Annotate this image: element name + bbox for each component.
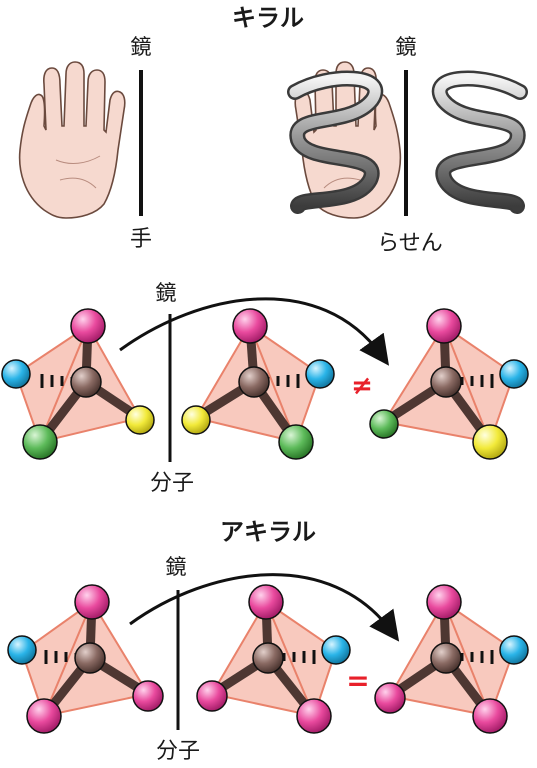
atom-green	[369, 409, 399, 439]
atom-center	[74, 642, 106, 674]
chiral-molecule-rotated	[369, 308, 529, 460]
atom-cyan	[1, 359, 31, 389]
atom-pink	[426, 584, 462, 620]
hand-left-icon	[18, 61, 126, 219]
spring-left-icon	[287, 70, 383, 214]
atom-pink	[296, 698, 332, 734]
atom-pink	[232, 308, 268, 344]
atom-cyan	[499, 359, 529, 389]
atom-pink	[248, 584, 284, 620]
not-equal-sign: ≠	[351, 371, 373, 401]
mirror-label-hands: 鏡	[131, 35, 152, 59]
atom-pink	[426, 308, 462, 344]
atom-pink	[374, 682, 406, 714]
atom-cyan	[305, 359, 335, 389]
atom-pink	[196, 680, 228, 712]
atom-green	[278, 424, 314, 460]
atom-cyan	[7, 635, 37, 665]
mirror-label-achiral-molecule: 鏡	[166, 555, 187, 579]
mirror-label-spring: 鏡	[396, 35, 417, 59]
atom-pink	[132, 680, 164, 712]
atom-center	[430, 642, 462, 674]
hands-label: 手	[130, 227, 152, 252]
atom-yellow	[472, 424, 508, 460]
achiral-molecule-label: 分子	[156, 739, 200, 764]
atom-pink	[472, 698, 508, 734]
mirror-label-chiral-molecule: 鏡	[156, 281, 177, 305]
atom-center	[238, 366, 270, 398]
chiral-title: キラル	[232, 4, 304, 32]
equal-sign: =	[346, 664, 369, 697]
spring-right-icon	[432, 70, 528, 214]
atom-yellow	[125, 405, 155, 435]
atom-center	[430, 366, 462, 398]
chiral-molecule-original	[1, 308, 155, 460]
achiral-molecule-original	[7, 584, 164, 734]
atom-pink	[74, 584, 110, 620]
atom-center	[70, 366, 102, 398]
atom-green	[22, 424, 58, 460]
achiral-molecule-rotated	[374, 584, 529, 734]
spring-label: らせん	[377, 231, 443, 256]
chiral-molecule-label: 分子	[150, 471, 194, 496]
atom-pink	[26, 698, 62, 734]
chiral-molecule-mirror	[181, 308, 335, 460]
atom-pink	[70, 308, 106, 344]
achiral-title: アキラル	[220, 518, 316, 546]
atom-cyan	[321, 635, 351, 665]
atom-center	[252, 642, 284, 674]
chiral-reflect-arrow	[119, 297, 390, 366]
achiral-reflect-arrow	[129, 573, 400, 642]
atom-yellow	[181, 405, 211, 435]
achiral-molecule-mirror	[196, 584, 351, 734]
atom-cyan	[499, 635, 529, 665]
